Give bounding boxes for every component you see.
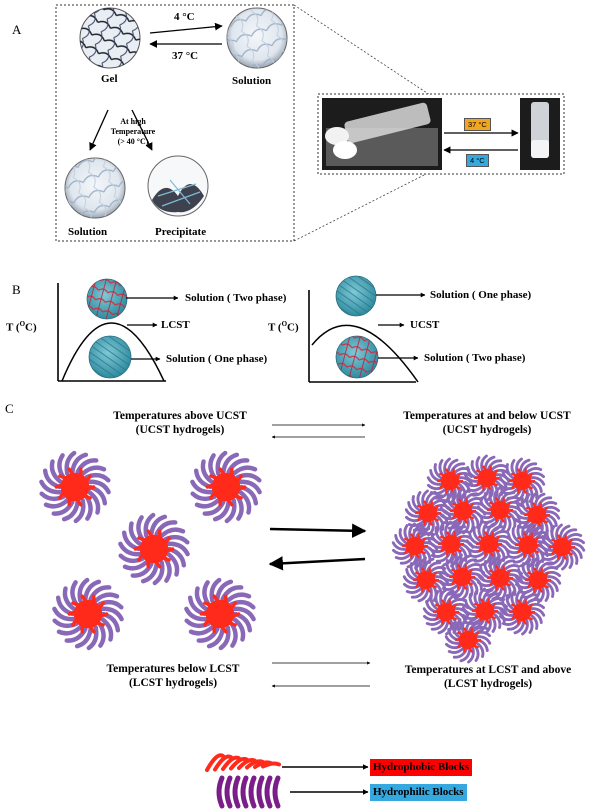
micelle-aggregated [476,486,524,534]
header-below-ucst: Temperatures at and below UCST (UCST hyd… [382,409,592,437]
hydrophilic-block-strand [240,775,249,809]
ucst-curve [311,324,419,383]
micelle-group [39,450,586,664]
gel-sphere [79,7,141,69]
photo-warm-tag: 37 °C [464,118,491,131]
high-temp-line2: Temperature [110,127,156,136]
header-above-ucst-line1: Temperatures above UCST [113,410,247,422]
zoom-line-top [293,4,431,96]
gel-label: Gel [101,73,118,85]
micelle-dispersed [184,577,256,651]
panel-b-left-plot [57,283,166,382]
temp-cool-label: 4 °C [174,11,195,23]
hydrophilic-block-strand [256,775,265,809]
left-bottom-state: Solution ( One phase) [166,353,268,365]
hydrophilic-block-strand [264,775,273,809]
temp-warm-label: 37 °C [172,50,199,62]
hydrophobic-block-strand [205,753,225,772]
hydrophobic-block-strand [221,755,241,771]
ucst-label: UCST [410,319,440,331]
hydrophilic-block-strand [232,775,241,809]
hydrophilic-block-strand [248,775,257,809]
left-axis-label: T (OC) [6,320,37,334]
vial-photo [317,93,565,175]
red-network-sphere-right [335,335,379,379]
header-below-lcst-line1: Temperatures below LCST [106,663,240,675]
right-axis-label: T (OC) [268,320,299,334]
header-above-ucst: Temperatures above UCST (UCST hydrogels) [100,409,260,437]
solution-bottom-label: Solution [68,226,108,238]
teal-sphere-left [88,335,132,379]
header-below-lcst-line2: (LCST hydrogels) [128,677,218,689]
solution-top-label: Solution [232,75,272,87]
hydrophobic-block-strand [229,756,249,771]
panel-label-a: A [12,22,22,37]
high-temp-line3: (> 40 °C) [117,137,149,146]
left-axis-sup: O [19,320,26,328]
legend-hydrophilic-label: Hydrophilic Blocks [370,784,467,801]
teal-sphere-right [335,275,377,317]
micelle-aggregated [538,523,586,571]
micelle-aggregated [498,588,546,636]
panel-a-frame [55,4,295,242]
header-below-ucst-line1: Temperatures at and below UCST [403,410,571,422]
micelle-dispersed [52,577,124,651]
hydrophobic-block-strand [213,754,233,772]
solution-sphere-top [226,7,288,69]
header-above-lcst-line2: (LCST hydrogels) [443,678,533,690]
legend-graphics [205,753,281,809]
zoom-line-bottom [293,171,431,242]
photo-cool-tag: 4 °C [466,154,489,167]
high-temp-line1: At high [120,117,146,126]
header-above-lcst-line1: Temperatures at LCST and above [404,664,572,676]
panel-label-c: C [5,401,14,416]
arrow-disperse [268,556,366,571]
left-top-state: Solution ( Two phase) [185,292,287,304]
micelle-aggregated [514,556,562,604]
panel-b-right-plot [308,290,419,383]
hydrophobic-block-strand [261,761,281,769]
precipitate-label: Precipitate [155,226,207,238]
micelle-aggregated [427,520,475,568]
hydrophobic-block-strand [237,758,257,770]
lcst-label: LCST [161,319,190,331]
solution-sphere-bottom [64,157,126,219]
hydrophilic-block-strand [272,775,281,809]
right-bottom-state: Solution ( Two phase) [424,352,526,364]
micelle-aggregated [422,588,470,636]
micelle-aggregated [438,553,486,601]
arrow-gel-to-precipitate [131,109,153,151]
header-above-lcst: Temperatures at LCST and above (LCST hyd… [382,663,594,691]
arrow-gel-to-solution-down [89,109,109,151]
panel-label-b: B [12,282,21,297]
hydrophilic-block-strand [216,775,225,809]
micelle-aggregated [404,489,452,537]
micelle-aggregated [444,616,492,664]
arrow-gel-to-solution [149,22,223,34]
header-below-lcst: Temperatures below LCST (LCST hydrogels) [88,662,258,690]
lcst-curve [61,322,165,382]
high-temp-label: At high Temperature (> 40 °C) [108,117,158,147]
legend-hydrophobic-label: Hydrophobic Blocks [370,759,473,776]
right-axis-sup: O [281,320,288,328]
hydrophilic-block-strand [224,775,233,809]
arrow-aggregate [269,523,367,538]
red-network-sphere-left [86,278,128,320]
precipitate-sphere [147,155,209,217]
micelle-aggregated [476,554,524,602]
header-above-ucst-line2: (UCST hydrogels) [135,424,225,436]
micelle-dispersed [190,450,262,524]
micelle-dispersed [118,512,190,586]
micelle-aggregated [498,457,546,505]
micelle-dispersed [39,450,111,524]
header-below-ucst-line2: (UCST hydrogels) [442,424,532,436]
micelle-aggregated [402,556,450,604]
right-top-state: Solution ( One phase) [430,289,532,301]
